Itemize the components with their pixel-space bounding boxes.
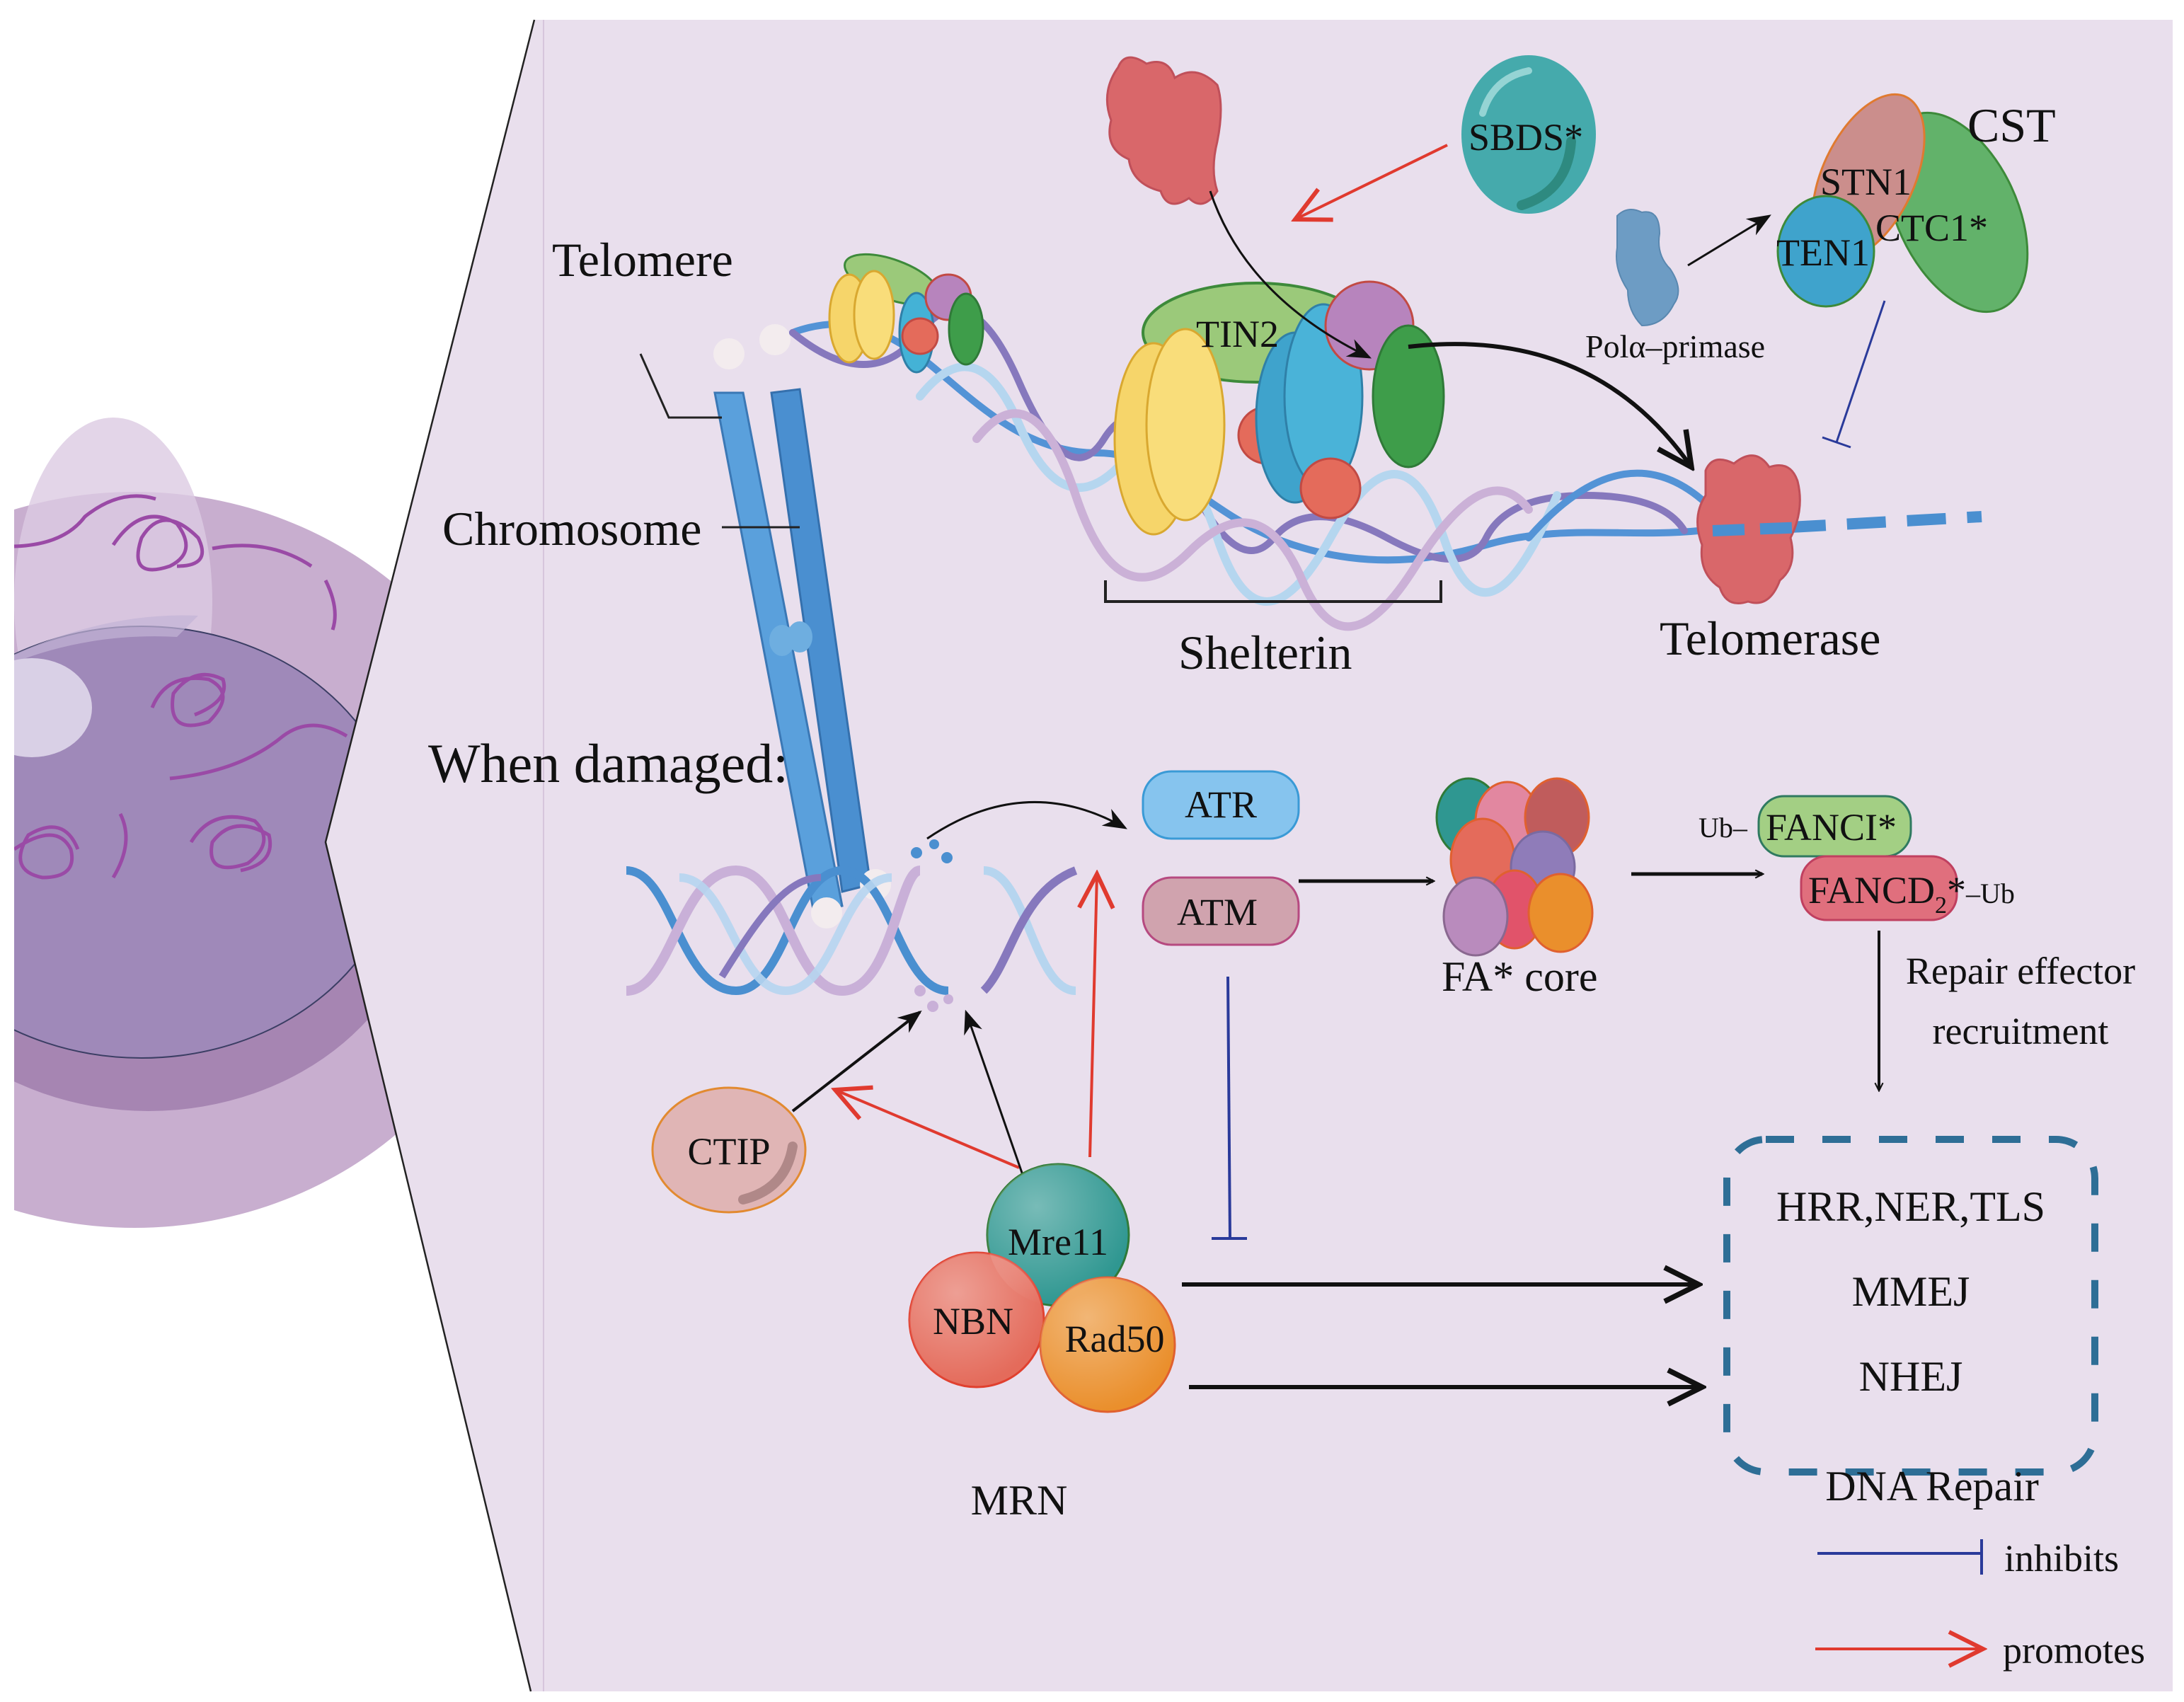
- atm-inhibits-line: [1226, 976, 1231, 1239]
- dna-repair-box: [1723, 1136, 2098, 1476]
- chromosome-label: Chromosome: [442, 502, 701, 556]
- damage-to-atr-arrow: [926, 800, 1127, 840]
- chromatin-strands: [14, 494, 348, 880]
- sbds-promotes-arrow: [1295, 144, 1448, 219]
- fa-core-label: FA* core: [1442, 953, 1598, 1000]
- ctip-label: CTIP: [687, 1130, 770, 1173]
- repair-pathway-hrr: HRR,NER,TLS: [1776, 1183, 2045, 1230]
- broken-dna-helix: [626, 839, 1078, 1012]
- shelterin-small-cluster: [828, 253, 984, 374]
- rad50-label: Rad50: [1065, 1318, 1165, 1360]
- dna-repair-label: DNA Repair: [1825, 1463, 2039, 1510]
- telomere-cap: [759, 324, 791, 355]
- mre11-shine: [987, 1164, 1129, 1306]
- rap1-protein-front: [1299, 457, 1362, 519]
- fancd2-box: [1800, 855, 1958, 921]
- sbds-shine: [1479, 67, 1532, 117]
- repair-effector-line2: recruitment: [1933, 1010, 2109, 1052]
- legend-promotes-label: promotes: [2003, 1629, 2145, 1672]
- cst-inhibits-bar: [1822, 436, 1851, 449]
- telomerase-icon: [1696, 454, 1801, 604]
- nucleus-highlight: [14, 615, 198, 663]
- shelterin-complex: [1113, 280, 1445, 536]
- nbn-label: NBN: [933, 1300, 1013, 1342]
- telomerase-dna-segment: [1712, 522, 1805, 536]
- ctip-protein: [651, 1086, 807, 1214]
- telomerase-recruit-arrow: [1209, 190, 1372, 359]
- tin2-label: TIN2: [1196, 313, 1279, 355]
- cst-inhibits-line: [1835, 300, 1886, 443]
- mrn-promotes-ctip-arrow: [835, 1090, 1020, 1169]
- rad50-shine: [1040, 1277, 1175, 1412]
- legend-inhibits-label: inhibits: [2004, 1537, 2119, 1580]
- legend-item-inhibits: inhibits: [1817, 1537, 2119, 1580]
- shelterin-to-telomerase-arrow: [1408, 342, 1691, 467]
- telomerase-label: Telomerase: [1660, 611, 1880, 665]
- fanci-ub-label: Ub–: [1699, 812, 1748, 844]
- fancd2-ub: –Ub: [1965, 878, 2015, 909]
- mre11-label: Mre11: [1008, 1221, 1108, 1263]
- stn1-label: STN1: [1820, 161, 1912, 203]
- legend-item-promotes: promotes: [1815, 1629, 2145, 1672]
- ctc1-label: CTC1*: [1875, 207, 1988, 249]
- atm-label: ATM: [1177, 891, 1258, 933]
- cst-complex: [1776, 93, 2029, 314]
- ctip-shade: [738, 1142, 798, 1204]
- fancd2-label: FANCD2*–Ub: [1808, 869, 2015, 919]
- shelterin-label: Shelterin: [1178, 626, 1352, 679]
- atr-label: ATR: [1185, 783, 1257, 826]
- ten1-protein: [1776, 195, 1875, 308]
- pol-alpha-primase-label: Polα–primase: [1585, 328, 1765, 364]
- sbds-shade: [1517, 137, 1576, 210]
- pol-to-cst-arrow: [1687, 214, 1771, 267]
- telomere-pointer: [639, 353, 722, 419]
- trf2-protein: [1145, 328, 1226, 522]
- ctip-to-damage-arrow: [791, 1010, 922, 1112]
- mrn-to-damage-arrow: [964, 1009, 1024, 1175]
- repair-pathway-nhej: NHEJ: [1859, 1353, 1963, 1400]
- when-damaged-heading: When damaged:: [428, 732, 788, 794]
- repair-pathway-mmej: MMEJ: [1852, 1268, 1970, 1315]
- tin2-partner-protein: [1372, 324, 1445, 468]
- sbds-label: SBDS*: [1469, 116, 1583, 159]
- zoom-panel-edge: [324, 19, 536, 1692]
- shelterin-bracket: [1104, 580, 1442, 603]
- atm-box: [1142, 876, 1300, 946]
- telomere-cap: [713, 338, 745, 369]
- telomere-cap: [811, 897, 842, 928]
- atr-box: [1142, 770, 1300, 840]
- pol-alpha-primase-icon: [1616, 209, 1679, 327]
- mrn-promotes-atm-arrow: [1090, 874, 1097, 1158]
- repair-effector-line1: Repair effector: [1906, 950, 2135, 992]
- fancd2-subscript: 2: [1935, 892, 1947, 919]
- fa-core-complex: [1435, 777, 1594, 957]
- fancd2-main: FANCD: [1808, 869, 1935, 912]
- mrn-label: MRN: [971, 1477, 1068, 1524]
- fanci-label: FANCI*: [1766, 806, 1897, 849]
- telomerase-free-icon: [1105, 56, 1222, 205]
- mrn-complex: [908, 1163, 1176, 1413]
- telomere-label: Telomere: [552, 233, 733, 287]
- legend: inhibits promotes: [1815, 1537, 2145, 1672]
- ten1-label: TEN1: [1776, 231, 1870, 274]
- nbn-shine: [909, 1253, 1044, 1387]
- telomere-overhang: [1726, 511, 1982, 536]
- cst-label: CST: [1967, 98, 2056, 152]
- fancd2-star: *: [1947, 869, 1966, 912]
- nucleolus: [14, 658, 92, 757]
